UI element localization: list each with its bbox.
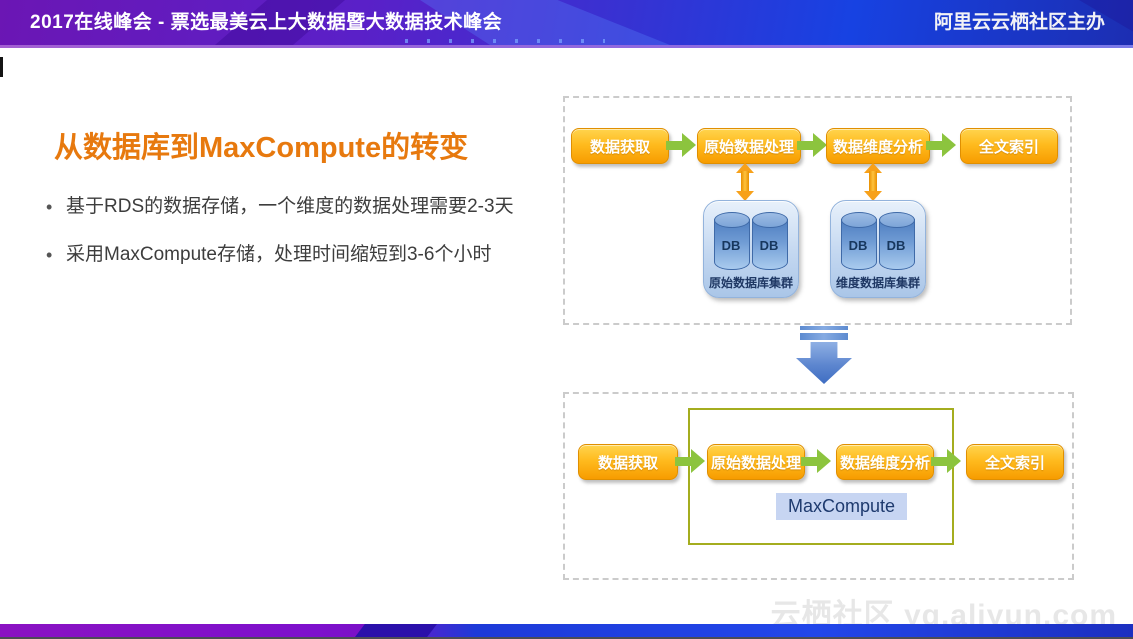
db-cylinder-icon: DB bbox=[714, 212, 750, 270]
down-arrow-stripe bbox=[800, 326, 848, 330]
db-cluster-raw: DB DB 原始数据库集群 bbox=[703, 200, 799, 298]
right-arrow-icon bbox=[801, 449, 831, 473]
header-left-title: 2017在线峰会 - 票选最美云上大数据暨大数据技术峰会 bbox=[30, 12, 503, 33]
db-cylinder-icon: DB bbox=[752, 212, 788, 270]
right-arrow-icon bbox=[666, 133, 696, 157]
db-label: DB bbox=[759, 238, 779, 253]
maxcompute-scope-box bbox=[688, 408, 954, 545]
db-cylinder-icon: DB bbox=[879, 212, 915, 270]
bottom-diagram-panel bbox=[563, 392, 1074, 580]
db-cluster-label: 维度数据库集群 bbox=[835, 276, 920, 290]
db-cluster-dimension: DB DB 维度数据库集群 bbox=[830, 200, 926, 298]
bullet-item: • 采用MaxCompute存储，处理时间缩短到3-6个小时 bbox=[44, 242, 544, 268]
bullet-text: 采用MaxCompute存储，处理时间缩短到3-6个小时 bbox=[66, 244, 492, 265]
footer-bar bbox=[0, 624, 1133, 637]
bullet-item: • 基于RDS的数据存储，一个维度的数据处理需要2-3天 bbox=[44, 194, 544, 220]
right-arrow-icon bbox=[926, 133, 956, 157]
page-title: 从数据库到MaxCompute的转变 bbox=[54, 132, 469, 164]
bullet-marker: • bbox=[46, 245, 53, 265]
flow-box-fulltext-index-top: 全文索引 bbox=[960, 128, 1058, 164]
header-bar: 2017在线峰会 - 票选最美云上大数据暨大数据技术峰会 阿里云云栖社区主办 bbox=[0, 0, 1133, 45]
vertical-double-arrow-icon bbox=[736, 163, 754, 201]
transform-down-arrow-icon bbox=[796, 342, 852, 384]
db-cylinder-icon: DB bbox=[841, 212, 877, 270]
db-cluster-label: 原始数据库集群 bbox=[708, 276, 793, 290]
flow-box-fulltext-index-bottom: 全文索引 bbox=[966, 444, 1064, 480]
footer-decor-shape bbox=[355, 624, 437, 637]
right-arrow-icon bbox=[797, 133, 827, 157]
maxcompute-label: MaxCompute bbox=[776, 493, 908, 520]
header-dots-pattern bbox=[405, 39, 605, 43]
bullet-text: 基于RDS的数据存储，一个维度的数据处理需要2-3天 bbox=[66, 196, 514, 217]
flow-box-raw-process-bottom: 原始数据处理 bbox=[707, 444, 805, 480]
db-label: DB bbox=[886, 238, 906, 253]
left-edge-mark bbox=[0, 57, 3, 77]
db-label: DB bbox=[848, 238, 868, 253]
flow-box-dimension-analysis-top: 数据维度分析 bbox=[826, 128, 930, 164]
footer-bottom-line bbox=[0, 637, 1133, 639]
right-arrow-icon bbox=[675, 449, 705, 473]
header-right-title: 阿里云云栖社区主办 bbox=[933, 12, 1105, 33]
flow-box-data-acquire-top: 数据获取 bbox=[571, 128, 669, 164]
header-underline bbox=[0, 45, 1133, 48]
vertical-double-arrow-icon bbox=[864, 163, 882, 201]
flow-box-data-acquire-bottom: 数据获取 bbox=[578, 444, 678, 480]
flow-box-raw-process-top: 原始数据处理 bbox=[697, 128, 801, 164]
down-arrow-stripe bbox=[800, 333, 848, 340]
bullet-list: • 基于RDS的数据存储，一个维度的数据处理需要2-3天 • 采用MaxComp… bbox=[44, 194, 544, 290]
bullet-marker: • bbox=[46, 197, 53, 217]
right-arrow-icon bbox=[931, 449, 961, 473]
db-label: DB bbox=[721, 238, 741, 253]
flow-box-dimension-analysis-bottom: 数据维度分析 bbox=[836, 444, 934, 480]
